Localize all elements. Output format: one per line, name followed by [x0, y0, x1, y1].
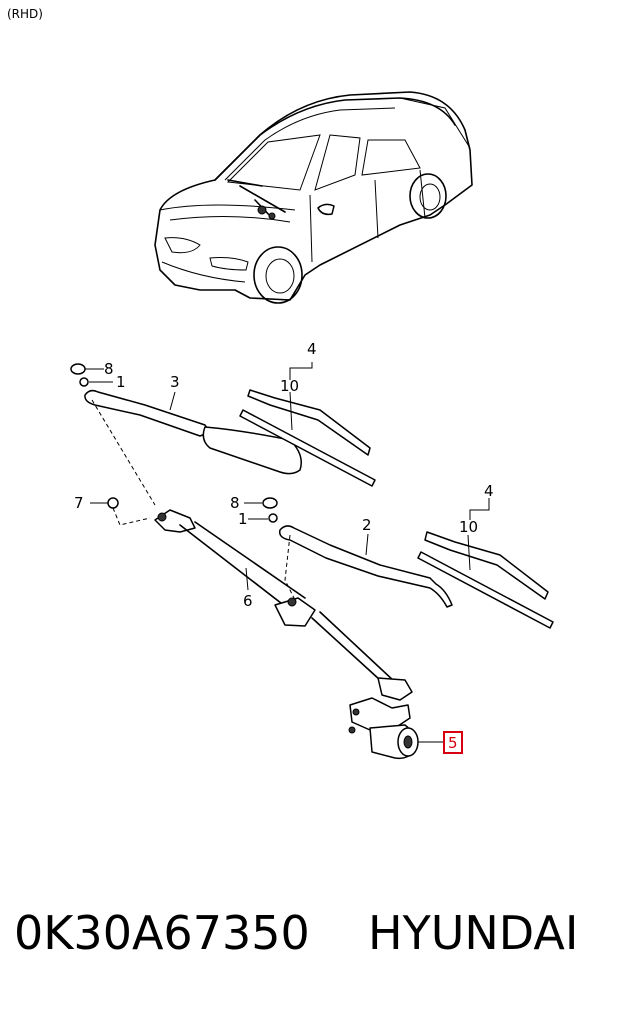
parts-diagram: 8 1 3 4 10 4 10 7 8 1 2 6 5	[70, 91, 554, 760]
callout-8-right: 8	[230, 494, 240, 512]
callout-5-box[interactable]	[443, 731, 463, 754]
wiper-blade-upper	[239, 389, 376, 487]
leader-lines	[85, 362, 490, 743]
cap-8-right	[262, 497, 278, 509]
brand-name: HYUNDAI	[368, 906, 579, 960]
callout-5[interactable]: 5	[448, 734, 458, 752]
cap-8-left	[70, 363, 86, 375]
callout-1-left: 1	[116, 373, 126, 391]
callout-7: 7	[74, 494, 84, 512]
callout-10-lower: 10	[459, 518, 478, 536]
callout-4-lower: 4	[484, 482, 494, 500]
wiper-blade-lower	[417, 531, 554, 629]
wiper-arm-left	[84, 389, 302, 475]
callout-10-upper: 10	[280, 377, 299, 395]
callout-2: 2	[362, 516, 372, 534]
variant-label: (RHD)	[7, 7, 43, 21]
wiper-motor	[348, 697, 419, 760]
nut-1-right	[268, 513, 278, 523]
nut-7	[107, 497, 119, 509]
callout-1-right: 1	[238, 510, 248, 528]
car-illustration	[154, 91, 473, 304]
nut-1-left	[79, 377, 89, 387]
wiper-arm-right	[278, 525, 453, 608]
part-number: 0K30A67350	[14, 906, 310, 960]
wiper-linkage	[154, 509, 413, 701]
callout-8-left: 8	[104, 360, 114, 378]
callout-3: 3	[170, 373, 180, 391]
callout-4-upper: 4	[307, 340, 317, 358]
callout-6: 6	[243, 592, 253, 610]
